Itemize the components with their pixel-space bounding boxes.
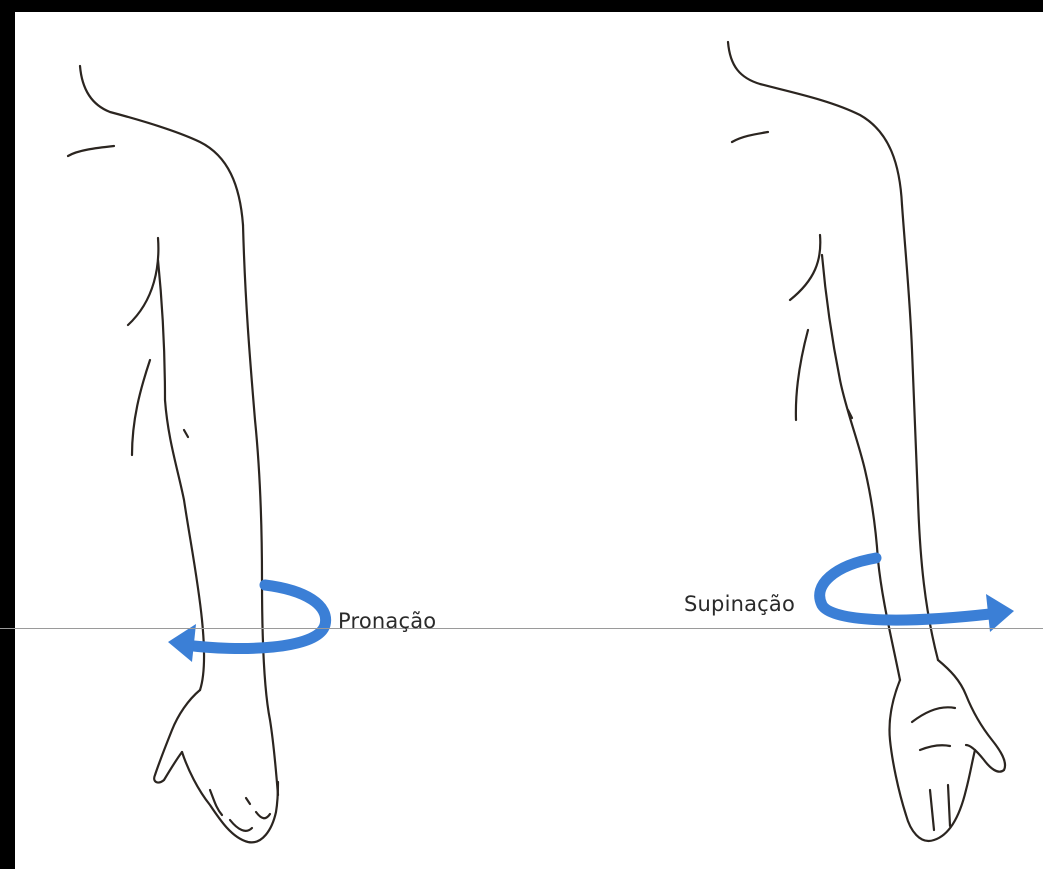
pronation-label: Pronação — [338, 609, 436, 633]
pronation-arrow — [168, 585, 326, 662]
supination-label: Supinação — [684, 592, 795, 616]
right-arm-drawing — [728, 42, 1005, 841]
supination-arrow — [820, 558, 1014, 632]
left-arm-drawing — [68, 66, 278, 842]
horizontal-guide-line — [0, 628, 1043, 629]
